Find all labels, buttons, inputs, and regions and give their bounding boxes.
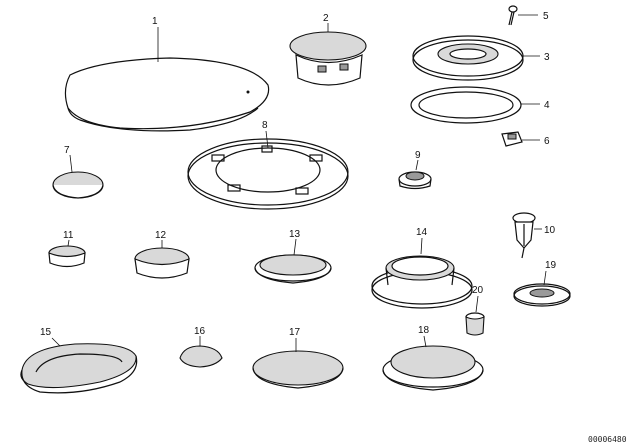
part-7-small-cap xyxy=(52,154,104,199)
callout-6: 6 xyxy=(544,136,550,147)
part-16-button-cap xyxy=(179,336,223,368)
part-5-screw xyxy=(508,5,538,26)
part-13-round-cap xyxy=(254,238,332,284)
part-9-small-grommet xyxy=(398,159,432,190)
callout-19: 19 xyxy=(545,260,557,271)
part-6-clip-nut xyxy=(501,131,540,147)
drawing-number: 00006480 xyxy=(588,435,627,444)
callout-14: 14 xyxy=(416,227,428,238)
callout-20: 20 xyxy=(472,285,484,296)
callout-18: 18 xyxy=(418,325,430,336)
part-15-oval-cap xyxy=(20,337,138,394)
callout-3: 3 xyxy=(544,52,550,63)
callout-10: 10 xyxy=(544,225,556,236)
part-18-round-cover xyxy=(382,335,484,391)
part-8-gasket-plate xyxy=(187,130,349,210)
callout-labels: 1 2 3 4 5 6 7 8 9 10 11 12 13 14 15 16 1… xyxy=(40,11,557,338)
part-17-oval-flat-cap xyxy=(252,338,344,389)
part-19-disc-gasket xyxy=(513,270,571,307)
callout-16: 16 xyxy=(194,326,206,337)
callout-9: 9 xyxy=(415,150,421,161)
part-12-medium-plug xyxy=(134,240,190,279)
part-14-large-grommet xyxy=(371,237,473,309)
callout-12: 12 xyxy=(155,230,167,241)
callout-15: 15 xyxy=(40,327,52,338)
callout-4: 4 xyxy=(544,100,550,111)
part-3-grommet-ring xyxy=(412,35,540,81)
callout-2: 2 xyxy=(323,13,329,24)
part-20-sleeve xyxy=(465,295,485,336)
part-10-rivet-clip xyxy=(512,212,542,259)
part-4-o-ring xyxy=(410,86,540,124)
callout-5: 5 xyxy=(543,11,549,22)
callout-11: 11 xyxy=(63,230,74,241)
part-2-cap-plug xyxy=(289,23,367,86)
part-1-cover-plate xyxy=(64,27,270,132)
callout-13: 13 xyxy=(289,229,301,240)
part-11-small-plug xyxy=(48,239,86,268)
callout-1: 1 xyxy=(152,16,158,27)
callout-8: 8 xyxy=(262,120,268,131)
callout-17: 17 xyxy=(289,327,301,338)
callout-7: 7 xyxy=(64,145,70,156)
